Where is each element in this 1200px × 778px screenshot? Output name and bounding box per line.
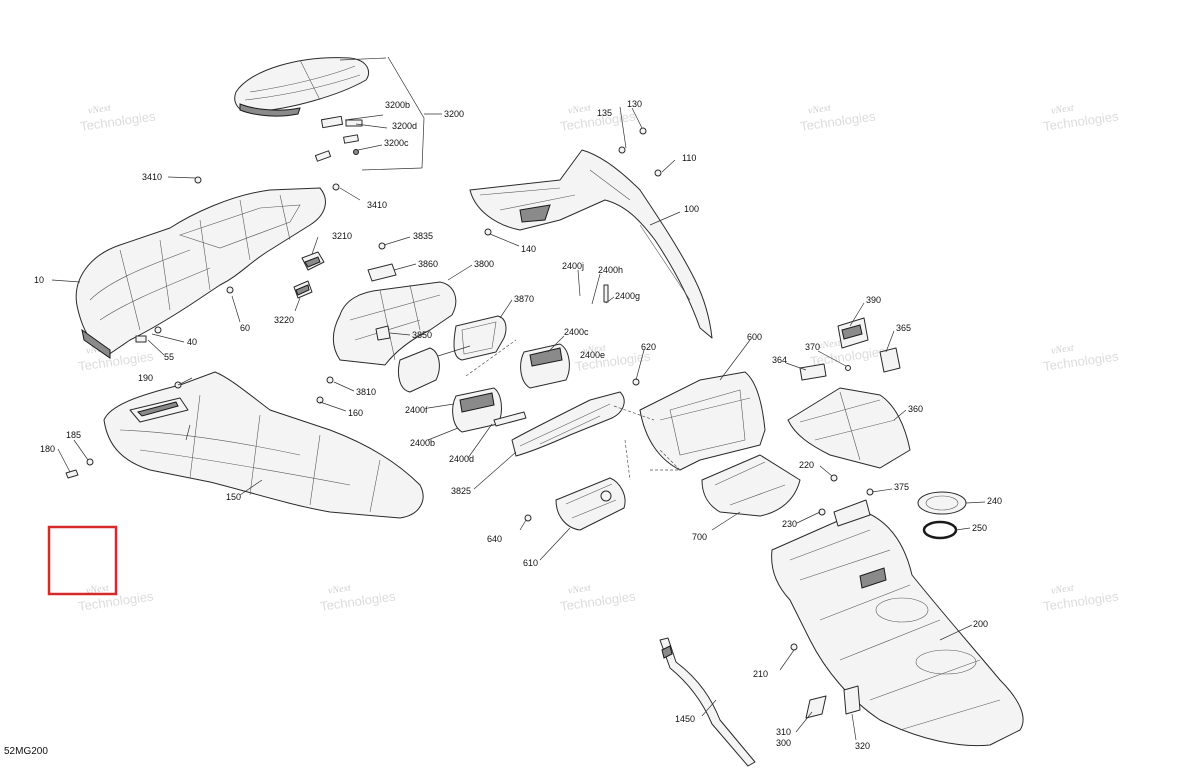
callout-3860: 3860 (418, 259, 438, 269)
part-700-lower-panel[interactable] (701, 454, 801, 517)
callout-220: 220 (799, 460, 814, 470)
svg-text:vNext: vNext (582, 343, 606, 357)
callout-3200b: 3200b (385, 100, 410, 110)
callout-140: 140 (521, 244, 536, 254)
svg-text:vNext: vNext (1050, 343, 1074, 357)
callout-364: 364 (772, 355, 787, 365)
part-100-fender[interactable] (469, 127, 713, 339)
callout-60: 60 (240, 323, 250, 333)
callout-190: 190 (138, 373, 153, 383)
svg-text:vNext: vNext (327, 583, 351, 597)
callout-180: 180 (40, 444, 55, 454)
part-200-main-console[interactable] (771, 474, 1024, 747)
callout-185: 185 (66, 430, 81, 440)
svg-text:vNext: vNext (87, 103, 111, 117)
callout-300: 300 (776, 738, 791, 748)
callout-40: 40 (187, 337, 197, 347)
callout-3810: 3810 (356, 387, 376, 397)
callout-160: 160 (348, 408, 363, 418)
svg-text:vNext: vNext (567, 103, 591, 117)
callout-640: 640 (487, 534, 502, 544)
part-3200-top-cover[interactable] (234, 57, 370, 162)
part-250-seal[interactable] (922, 520, 958, 540)
callout-310: 310 (776, 727, 791, 737)
svg-text:vNext: vNext (1050, 583, 1074, 597)
callout-3210: 3210 (332, 231, 352, 241)
watermark: vNext Technologies (1042, 343, 1120, 374)
callout-230: 230 (782, 519, 797, 529)
part-10-front-fascia[interactable] (75, 187, 326, 359)
leader-lines (51, 56, 986, 741)
svg-text:vNext: vNext (817, 338, 841, 352)
callout-2400g: 2400g (615, 291, 640, 301)
callout-700: 700 (692, 532, 707, 542)
callout-3220: 3220 (274, 315, 294, 325)
part-3800-bracket[interactable] (326, 242, 457, 384)
watermark: vNext Technologies (1042, 583, 1120, 614)
callout-3835: 3835 (413, 231, 433, 241)
callout-150: 150 (226, 492, 241, 502)
svg-text:vNext: vNext (807, 103, 831, 117)
callout-3200d: 3200d (392, 121, 417, 131)
watermark: vNext Technologies (799, 103, 877, 134)
callout-375: 375 (894, 482, 909, 492)
watermark: vNext Technologies (79, 103, 157, 134)
callout-2400f: 2400f (405, 405, 428, 415)
callout-360: 360 (908, 404, 923, 414)
callout-2400d: 2400d (449, 454, 474, 464)
callout-110: 110 (682, 153, 696, 163)
callout-210: 210 (753, 669, 768, 679)
callout-365: 365 (896, 323, 911, 333)
callout-610: 610 (523, 558, 538, 568)
part-600-dash-frame[interactable] (632, 371, 766, 471)
callout-370: 370 (805, 342, 820, 352)
callout-600: 600 (747, 332, 762, 342)
callout-3200c: 3200c (384, 138, 409, 148)
callout-620: 620 (641, 342, 656, 352)
callout-2400b: 2400b (410, 438, 435, 448)
highlight-box[interactable] (47, 525, 118, 596)
callout-200: 200 (973, 619, 988, 629)
callout-250: 250 (972, 523, 987, 533)
part-360-console-tray[interactable] (787, 317, 911, 496)
callout-1450: 1450 (675, 714, 695, 724)
watermark: vNext Technologies (319, 583, 397, 614)
callout-labels: 3200b 3200 3200d 3200c 3410 3410 10 3210… (34, 99, 1002, 751)
callout-135: 135 (597, 108, 612, 118)
watermark: vNext Technologies (559, 583, 637, 614)
part-150-side-panel[interactable] (65, 371, 424, 519)
callout-55: 55 (164, 352, 174, 362)
callout-320: 320 (855, 741, 870, 751)
part-3870-lamp[interactable] (397, 315, 507, 393)
callout-3800: 3800 (474, 259, 494, 269)
part-3220-clip[interactable] (293, 280, 313, 299)
part-1450-strip[interactable] (659, 637, 756, 767)
callout-3870: 3870 (514, 294, 534, 304)
watermark: vNext Technologies (1042, 103, 1120, 134)
callout-2400h: 2400h (598, 265, 623, 275)
part-2400-modules[interactable] (452, 284, 625, 457)
callout-240: 240 (987, 496, 1002, 506)
fasteners-fascia (135, 176, 340, 343)
part-240-ring[interactable] (917, 491, 967, 515)
callout-10: 10 (34, 275, 44, 285)
callout-2400c: 2400c (564, 327, 589, 337)
callout-3410-a: 3410 (142, 172, 162, 182)
svg-text:vNext: vNext (567, 583, 591, 597)
callout-390: 390 (866, 295, 881, 305)
part-3210-clip[interactable] (301, 251, 325, 271)
callout-3825: 3825 (451, 486, 471, 496)
diagram-code: 52MG200 (4, 746, 48, 757)
callout-3850: 3850 (412, 330, 432, 340)
callout-100: 100 (684, 204, 699, 214)
part-610-bracket[interactable] (524, 477, 626, 531)
callout-2400e: 2400e (580, 350, 605, 360)
svg-text:vNext: vNext (1050, 103, 1074, 117)
callout-3200: 3200 (444, 109, 464, 119)
callout-3410-b: 3410 (367, 200, 387, 210)
callout-130: 130 (627, 99, 642, 109)
callout-2400j: 2400j (562, 261, 584, 271)
